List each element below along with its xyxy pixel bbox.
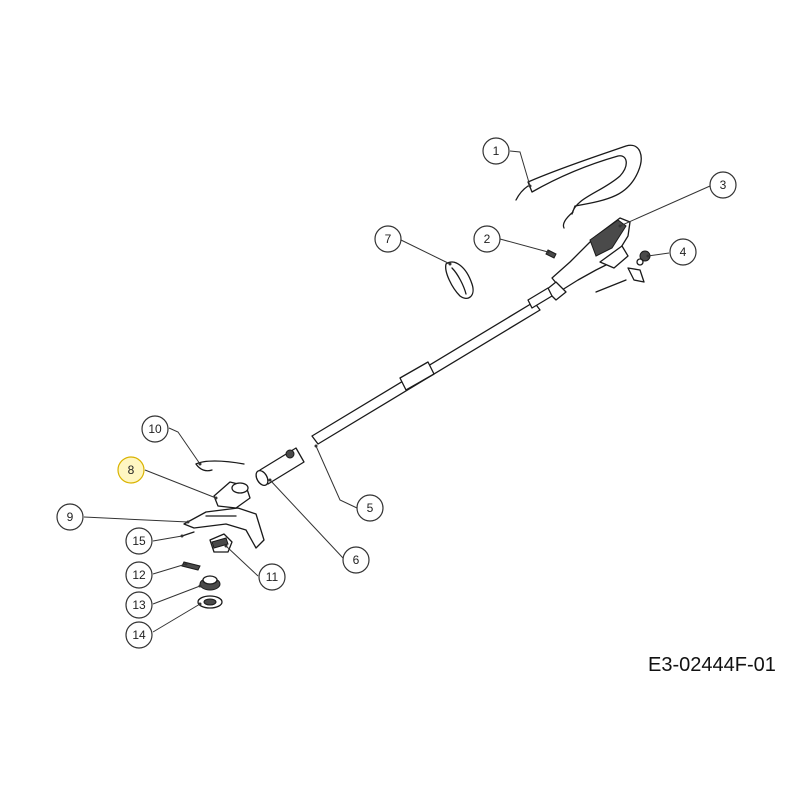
callout-circle [473,225,501,253]
callout-leader-dot [198,462,202,466]
knob-drawing [636,250,651,266]
callout-leader-dot [528,184,532,188]
aux-handle-drawing [445,261,474,299]
callout-leader-dot [180,534,184,538]
callout-number: 15 [132,534,146,548]
callout-number: 5 [367,501,374,515]
callout-leader-line [400,239,451,265]
callout-number: 13 [132,598,146,612]
callout-circle [56,503,84,531]
callout-leader-line [509,150,531,187]
callout-5: 5 [314,444,384,522]
callout-circle [342,546,370,574]
callout-number: 9 [67,510,74,524]
callout-number: 4 [680,245,687,259]
callout-3: 3 [618,171,737,228]
shaft-drawing [311,287,553,445]
callout-leader-line [152,585,201,605]
callout-leader-line [144,469,217,499]
callout-circle [669,238,697,266]
callout-circle [258,563,286,591]
callout-number: 1 [493,144,500,158]
callout-leader-dot [214,496,218,500]
callout-leader-line [152,563,187,575]
shoulder-strap-drawing [515,144,642,229]
callout-circle [374,225,402,253]
callout-leader-line [315,445,358,509]
callout-number: 8 [128,463,135,477]
callout-number: 12 [132,568,146,582]
callout-leader-dot [448,262,452,266]
coupler-drawing [255,447,305,487]
callout-leader-line [83,516,189,523]
key-drawing [181,561,201,571]
callout-number: 11 [266,570,279,584]
callout-6: 6 [268,478,370,574]
callout-2: 2 [473,225,550,254]
callout-circle [125,527,153,555]
spool-drawing [199,575,221,591]
callout-leader-line [168,427,201,465]
guard-drawing [183,507,265,549]
callout-leader-dot [546,250,550,254]
callout-9: 9 [56,503,190,531]
callout-leader-dot [646,254,650,258]
callout-circle [709,171,737,199]
motor-housing-drawing [213,481,251,509]
callout-circle [117,456,145,484]
callout-circle [141,415,169,443]
spool-cover-drawing [197,595,223,609]
callout-circle [125,621,153,649]
callout-leader-line [225,545,259,577]
callout-7: 7 [374,225,452,266]
callout-number: 10 [148,422,162,436]
callout-leader-dot [198,602,202,606]
drawing-code-label: E3-02444F-01 [648,654,776,676]
callout-number: 6 [353,553,360,567]
callout-leader-line [619,185,711,227]
callout-leader-dot [224,544,228,548]
callout-leader-dot [618,224,622,228]
callout-leader-line [152,603,201,633]
callout-11: 11 [224,544,286,591]
callout-10: 10 [141,415,202,466]
callout-12: 12 [125,561,188,589]
callout-leader-line [647,252,670,257]
callout-leader-dot [314,444,318,448]
callout-15: 15 [125,527,184,555]
callout-13: 13 [125,584,202,619]
callout-leader-dot [186,520,190,524]
callout-leader-dot [268,478,272,482]
callout-leader-line [499,238,549,253]
callout-number: 3 [720,178,727,192]
callout-circle [125,561,153,589]
callout-circle [125,591,153,619]
pin-drawing [181,531,195,537]
callout-number: 14 [132,628,146,642]
handle-drawing [545,217,645,301]
callout-circle [356,494,384,522]
callout-1: 1 [482,137,532,188]
edging-wire-drawing [195,460,245,472]
callout-number: 2 [484,232,491,246]
callout-4: 4 [646,238,697,266]
callout-leader-line [152,535,183,542]
callout-leader-dot [184,562,188,566]
callout-leader-line [269,479,344,559]
callout-14: 14 [125,602,202,649]
callout-number: 7 [385,232,392,246]
callout-circle [482,137,510,165]
callout-leader-dot [198,584,202,588]
bump-knob-drawing [209,533,233,553]
callout-8: 8 [117,456,218,500]
